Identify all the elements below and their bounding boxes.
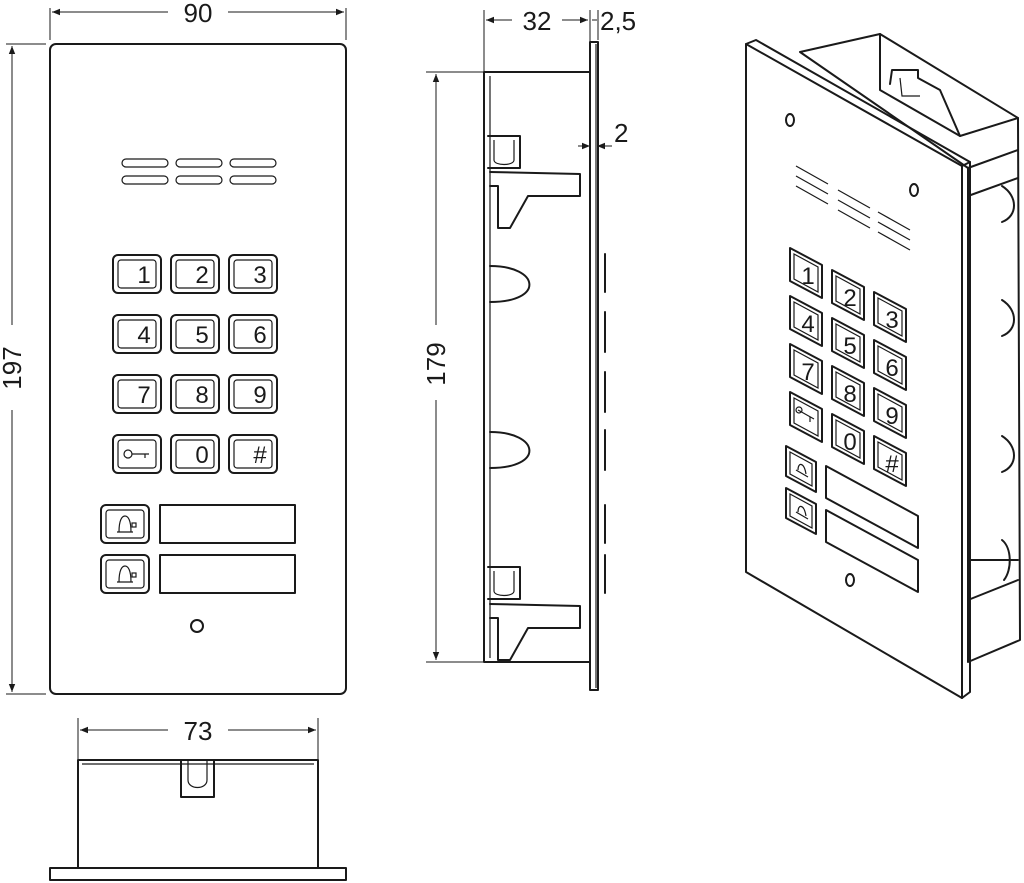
dimension-label-2: 2 [614, 118, 628, 148]
keypad-key-3d-key [789, 391, 823, 443]
keypad-key-hash: # [228, 434, 278, 474]
bell-icon [117, 565, 137, 583]
front-panel-profile [589, 41, 599, 691]
dimension-label-32: 32 [523, 6, 552, 36]
keypad-key-3d-0: 0 [831, 413, 865, 465]
knockout-2 [489, 431, 531, 469]
keypad-key-3d-8: 8 [831, 365, 865, 417]
keypad-key-3d-7: 7 [789, 343, 823, 395]
perspective-view: 1 2 3 4 5 6 7 8 9 0 # [745, 33, 1021, 699]
dimension-label-179: 179 [421, 342, 451, 385]
keypad-key-3d-1: 1 [789, 247, 823, 299]
keypad-key-3d-hash: # [873, 435, 907, 487]
speaker-grille [121, 158, 277, 185]
keypad-key-1: 1 [112, 254, 162, 294]
call-button-3d-2 [785, 487, 817, 535]
clip-top [487, 135, 521, 169]
keypad-key-label: 3 [253, 262, 266, 289]
keypad-key-8: 8 [170, 374, 220, 414]
keypad-key-3d-9: 9 [873, 387, 907, 439]
front-keypad: 1 2 3 4 5 6 7 8 9 0 # [112, 254, 278, 474]
dimension-label-73: 73 [184, 716, 213, 746]
keypad-key-3d-label: 4 [801, 311, 814, 338]
name-label-1 [159, 504, 296, 544]
keypad-key-3d-label: 9 [885, 403, 898, 430]
keypad-key-3d-label: 6 [885, 355, 898, 382]
keypad-key-3d-label: 5 [843, 333, 856, 360]
keypad-key-label: 9 [253, 382, 266, 409]
keypad-key-7: 7 [112, 374, 162, 414]
box-body-side [483, 71, 591, 663]
front-panel [49, 43, 347, 695]
bottom-view: 73 [49, 716, 347, 881]
keypad-key-key [112, 434, 162, 474]
dimension-front-width: 90 [49, 0, 347, 40]
keypad-key-label: 5 [195, 322, 208, 349]
keypad-key-3d-label: 2 [843, 285, 856, 312]
dimension-front-height: 197 [0, 43, 46, 695]
dimension-side-height: 179 [421, 71, 484, 663]
keypad-key-label: 1 [137, 262, 150, 289]
keypad-key-3d-label: 8 [843, 381, 856, 408]
keypad-key-label: 7 [137, 382, 150, 409]
name-label-3d-2 [825, 509, 919, 593]
dimension-label-90: 90 [184, 0, 213, 28]
name-label-3d-1 [825, 465, 919, 549]
keypad-key-label: 0 [195, 442, 208, 469]
perspective-keypad: 1 2 3 4 5 6 7 8 9 0 # [789, 247, 907, 487]
keypad-key-2: 2 [170, 254, 220, 294]
call-button-1 [100, 504, 150, 544]
clip-bottom [487, 566, 521, 600]
side-view: 32 2,5 2 179 [421, 6, 636, 691]
dimension-label-2-5: 2,5 [600, 6, 636, 36]
keypad-key-5: 5 [170, 314, 220, 354]
dimension-box-width: 73 [77, 716, 319, 760]
keypad-key-label: 6 [253, 322, 266, 349]
dimension-side-lip: 2 [578, 118, 628, 150]
keypad-key-label: 2 [195, 262, 208, 289]
keypad-key-3: 3 [228, 254, 278, 294]
panel-flange-bottom [49, 867, 347, 881]
keypad-key-3d-label: 1 [801, 263, 814, 290]
box-clip [180, 759, 215, 798]
keypad-key-3d-3: 3 [873, 291, 907, 343]
dimension-side-flange: 2,5 [592, 6, 636, 40]
keypad-key-3d-4: 4 [789, 295, 823, 347]
keypad-key-label: 8 [195, 382, 208, 409]
knockout-1 [489, 265, 531, 303]
keypad-key-3d-6: 6 [873, 339, 907, 391]
keypad-key-0: 0 [170, 434, 220, 474]
screw-hole [190, 619, 204, 633]
keypad-key-3d-label: # [885, 451, 899, 478]
bell-icon [117, 515, 137, 533]
box-body-bottom [77, 759, 319, 869]
keypad-key-3d-5: 5 [831, 317, 865, 369]
call-button-3d-1 [785, 445, 817, 493]
keypad-key-3d-2: 2 [831, 269, 865, 321]
keypad-key-4: 4 [112, 314, 162, 354]
call-button-2 [100, 554, 150, 594]
keypad-key-3d-label: 7 [801, 359, 814, 386]
keypad-key-label: # [253, 442, 267, 469]
dimension-side-depth: 32 [483, 6, 591, 72]
keypad-key-3d-label: 0 [843, 429, 856, 456]
key-icon [123, 449, 149, 459]
name-label-2 [159, 554, 296, 594]
keypad-key-6: 6 [228, 314, 278, 354]
keypad-key-9: 9 [228, 374, 278, 414]
keypad-key-label: 4 [137, 322, 150, 349]
keypad-key-3d-label: 3 [885, 307, 898, 334]
speaker-grille-3d [795, 165, 911, 251]
dimension-label-197: 197 [0, 346, 27, 389]
